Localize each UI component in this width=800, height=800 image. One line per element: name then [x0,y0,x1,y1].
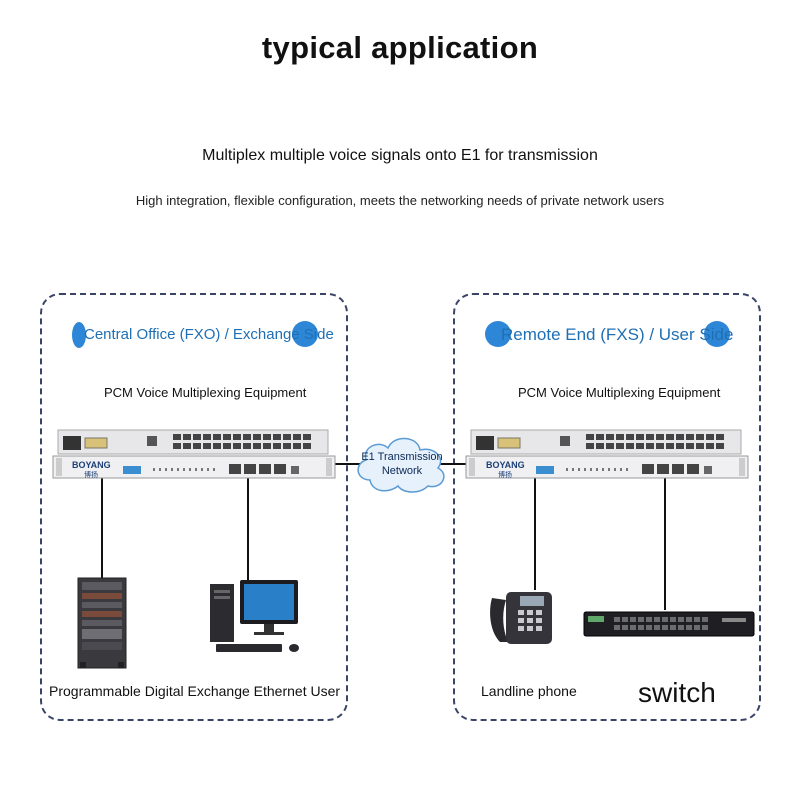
computer-icon [210,580,299,652]
left-equipment-label: PCM Voice Multiplexing Equipment [104,385,307,400]
subtitle: Multiplex multiple voice signals onto E1… [202,147,598,164]
right-device-brand-sub: 博扬 [498,472,512,479]
central-office-label: Central Office (FXO) / Exchange Side [84,326,334,343]
right-device-brand: BOYANG [486,460,525,470]
switch-label: switch [638,677,716,708]
label-right-accent-remote [704,321,730,347]
remote-end-label: Remote End (FXS) / User Side [501,325,734,344]
cloud-icon [357,437,445,493]
e1-network-line2: Network [381,465,423,477]
right-pcm-device [465,429,749,479]
e1-network-line1: E1 Transmission [361,451,443,463]
remote-end-panel [453,293,761,721]
label-right-accent [292,321,318,347]
left-pcm-device [52,429,336,479]
exchange-rack-icon [77,577,127,669]
left-device-brand-sub: 博扬 [84,472,98,479]
right-equipment-label: PCM Voice Multiplexing Equipment [518,385,721,400]
e1-network-label: E1 Transmission Network [352,450,452,478]
label-left-accent [72,322,86,348]
page-title: typical application [261,30,539,65]
landline-phone-icon [490,592,552,644]
tagline: High integration, flexible configuration… [135,193,665,208]
central-office-panel [40,293,348,721]
exchange-ethernet-label: Programmable Digital Exchange Ethernet U… [49,683,341,699]
landline-phone-label: Landline phone [481,683,577,699]
label-left-accent-remote [485,321,511,347]
switch-icon [583,611,755,637]
left-device-brand: BOYANG [72,460,111,470]
